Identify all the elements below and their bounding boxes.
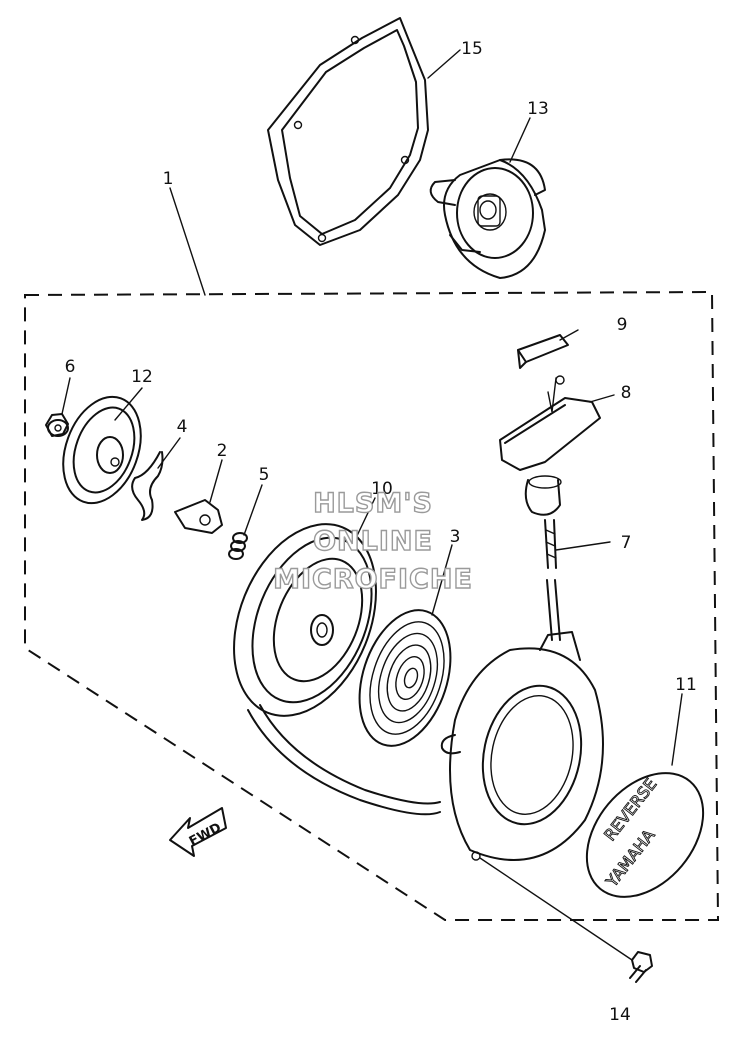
spring-clip-part — [131, 451, 164, 521]
starter-handle-part — [499, 375, 601, 516]
pawl-part — [174, 499, 223, 534]
nut-part — [45, 413, 69, 437]
starter-rope-part — [544, 519, 561, 641]
label-part-6: 6 — [65, 357, 76, 377]
assembly-boundary — [24, 290, 720, 921]
label-part-8: 8 — [621, 383, 632, 403]
watermark-line-1: HLSM'S — [313, 488, 433, 519]
pulley-housing-part — [429, 158, 546, 279]
watermark: HLSM'S ONLINE MICROFICHE — [272, 487, 473, 595]
reel-drum-part — [233, 523, 441, 816]
label-part-4: 4 — [177, 417, 188, 437]
label-part-11: 11 — [675, 675, 697, 695]
watermark-line-3: MICROFICHE — [273, 564, 473, 595]
forward-arrow: FWD — [169, 807, 227, 857]
label-part-10: 10 — [371, 479, 393, 499]
handle-cap-part — [517, 334, 569, 369]
label-part-15: 15 — [461, 39, 483, 59]
emblem-plate-part: REVERSE YAMAHA — [585, 772, 705, 898]
label-part-5: 5 — [259, 465, 270, 485]
label-part-2: 2 — [217, 441, 228, 461]
gasket-part — [267, 17, 429, 246]
recoil-spring-part — [358, 609, 452, 747]
label-part-14: 14 — [609, 1005, 631, 1025]
starter-case-part — [440, 631, 604, 861]
label-part-3: 3 — [450, 527, 461, 547]
leader-lines — [61, 49, 683, 961]
label-part-12: 12 — [131, 367, 153, 387]
label-part-9: 9 — [617, 315, 628, 335]
label-part-13: 13 — [527, 99, 549, 119]
label-part-7: 7 — [621, 533, 632, 553]
watermark-line-2: ONLINE — [313, 526, 433, 557]
label-part-1: 1 — [163, 169, 174, 189]
friction-plate-part — [62, 395, 142, 505]
coil-spring-part — [228, 532, 248, 560]
bolt-part — [629, 951, 653, 983]
